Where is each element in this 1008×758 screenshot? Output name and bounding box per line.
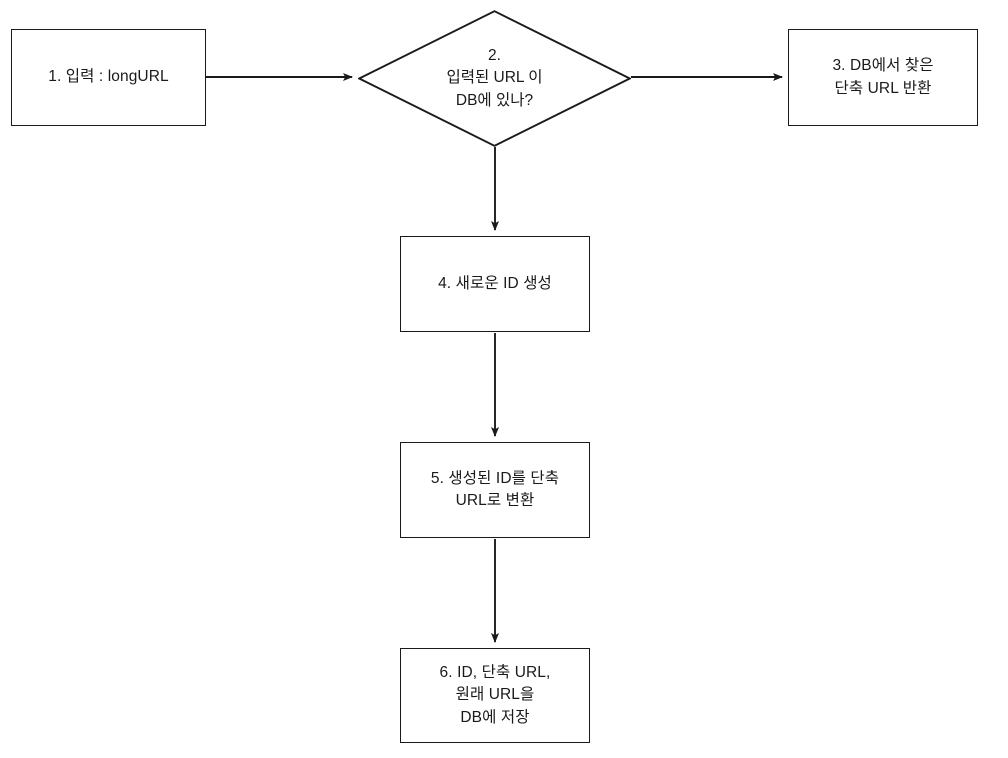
node-decision-url-in-db-label: 2. 입력된 URL 이 DB에 있나? — [446, 46, 543, 109]
node-return-short-url[interactable]: 3. DB에서 찾은 단축 URL 반환 — [788, 29, 978, 126]
node-save-to-db-label: 6. ID, 단축 URL, 원래 URL을 DB에 저장 — [439, 663, 551, 726]
node-generate-new-id-label: 4. 새로운 ID 생성 — [438, 274, 552, 292]
node-generate-new-id[interactable]: 4. 새로운 ID 생성 — [400, 236, 590, 332]
diamond-shape — [358, 10, 631, 147]
node-input-longurl-label: 1. 입력 : longURL — [48, 68, 169, 86]
node-save-to-db[interactable]: 6. ID, 단축 URL, 원래 URL을 DB에 저장 — [400, 648, 590, 743]
node-convert-id-to-short-url[interactable]: 5. 생성된 ID를 단축 URL로 변환 — [400, 442, 590, 538]
node-return-short-url-label: 3. DB에서 찾은 단축 URL 반환 — [832, 57, 934, 97]
node-decision-url-in-db[interactable]: 2. 입력된 URL 이 DB에 있나? — [358, 10, 631, 147]
node-input-longurl[interactable]: 1. 입력 : longURL — [11, 29, 206, 126]
node-convert-id-to-short-url-label: 5. 생성된 ID를 단축 URL로 변환 — [430, 469, 560, 509]
